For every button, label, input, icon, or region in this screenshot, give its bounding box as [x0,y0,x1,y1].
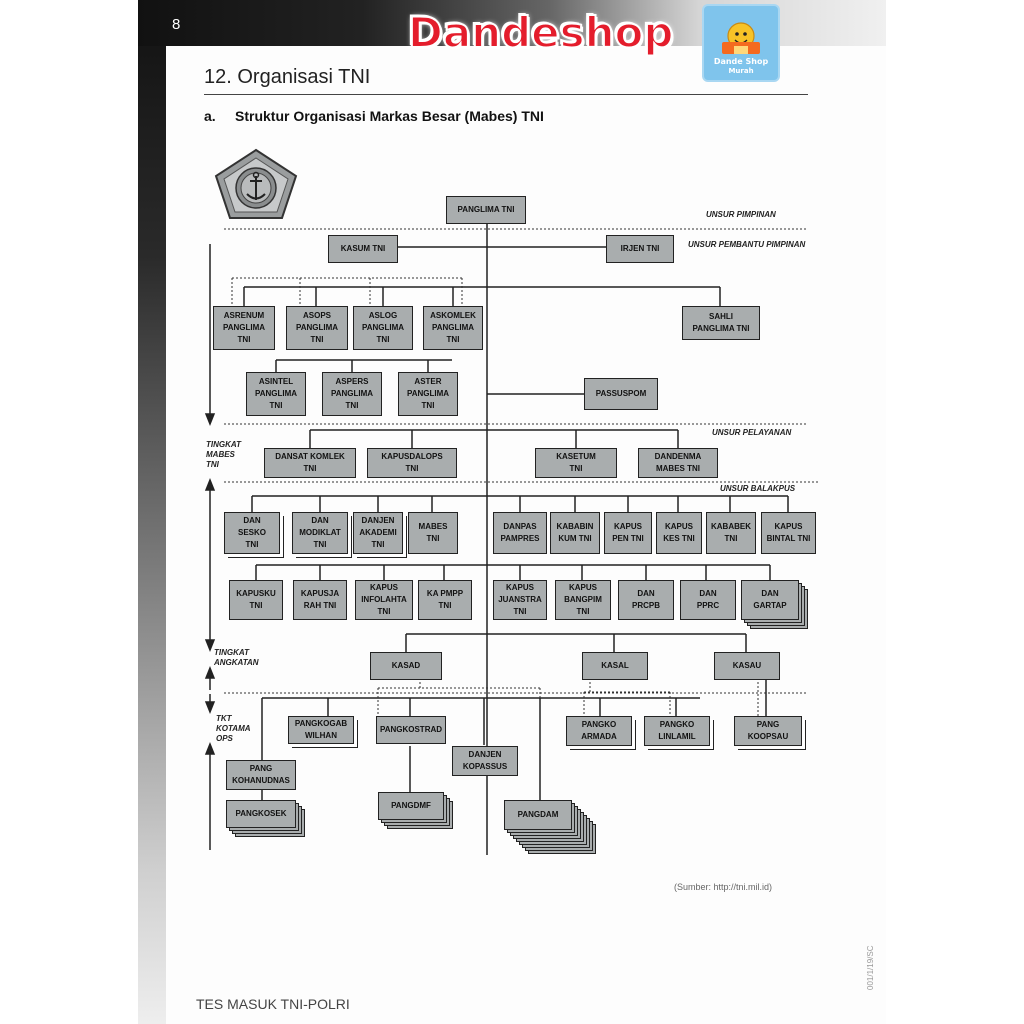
box-kababin-kum: KABABIN KUM TNI [550,512,600,554]
box-kababek: KABABEK TNI [706,512,756,554]
box-pangkogabwilhan: PANGKOGAB WILHAN [288,716,354,744]
box-danjen-kopassus: DANJEN KOPASSUS [452,746,518,776]
box-dan-modiklat: DAN MODIKLAT TNI [292,512,348,554]
box-aster: ASTER PANGLIMA TNI [398,372,458,416]
box-dan-prcpb: DAN PRCPB [618,580,674,620]
box-ka-pmpp: KA PMPP TNI [418,580,472,620]
box-aspers: ASPERS PANGLIMA TNI [322,372,382,416]
box-aslog: ASLOG PANGLIMA TNI [353,306,413,350]
box-pangkoarmada: PANGKO ARMADA [566,716,632,746]
box-irjen-tni: IRJEN TNI [606,235,674,263]
box-kapus-bangpim: KAPUS BANGPIM TNI [555,580,611,620]
box-kapusdalops: KAPUSDALOPS TNI [367,448,457,478]
box-kasum-tni: KASUM TNI [328,235,398,263]
box-pangkoopsau: PANG KOOPSAU [734,716,802,746]
box-danjen-akademi: DANJEN AKADEMI TNI [353,512,403,554]
box-danpas-pampres: DANPAS PAMPRES [493,512,547,554]
box-dan-sesko: DAN SESKO TNI [224,512,280,554]
box-kasetum: KASETUM TNI [535,448,617,478]
box-askomlek: ASKOMLEK PANGLIMA TNI [423,306,483,350]
box-sahli: SAHLI PANGLIMA TNI [682,306,760,340]
box-pangkosek: PANGKOSEK [226,800,296,828]
box-kapus-infolahta: KAPUS INFOLAHTA TNI [355,580,413,620]
box-pangkostrad: PANGKOSTRAD [376,716,446,744]
box-dan-gartap: DAN GARTAP [741,580,799,620]
box-dansat-komlek: DANSAT KOMLEK TNI [264,448,356,478]
box-kapus-bintal: KAPUS BINTAL TNI [761,512,816,554]
box-dan-pprc: DAN PPRC [680,580,736,620]
box-kasal: KASAL [582,652,648,680]
box-pangdmf: PANGDMF [378,792,444,820]
box-kapus-kes: KAPUS KES TNI [656,512,702,554]
box-kasad: KASAD [370,652,442,680]
box-kapusku: KAPUSKU TNI [229,580,283,620]
box-pang-kohanudnas: PANG KOHANUDNAS [226,760,296,790]
box-asrenum: ASRENUM PANGLIMA TNI [213,306,275,350]
box-asops: ASOPS PANGLIMA TNI [286,306,348,350]
box-kapus-pen: KAPUS PEN TNI [604,512,652,554]
box-mabes-tni: MABES TNI [408,512,458,554]
box-pangdam: PANGDAM [504,800,572,830]
box-kapusjarah: KAPUSJA RAH TNI [293,580,347,620]
box-kapus-juanstra: KAPUS JUANSTRA TNI [493,580,547,620]
box-asintel: ASINTEL PANGLIMA TNI [246,372,306,416]
box-passuspom: PASSUSPOM [584,378,658,410]
box-dandenma: DANDENMA MABES TNI [638,448,718,478]
box-pangkolinlamil: PANGKO LINLAMIL [644,716,710,746]
box-kasau: KASAU [714,652,780,680]
box-panglima-tni: PANGLIMA TNI [446,196,526,224]
